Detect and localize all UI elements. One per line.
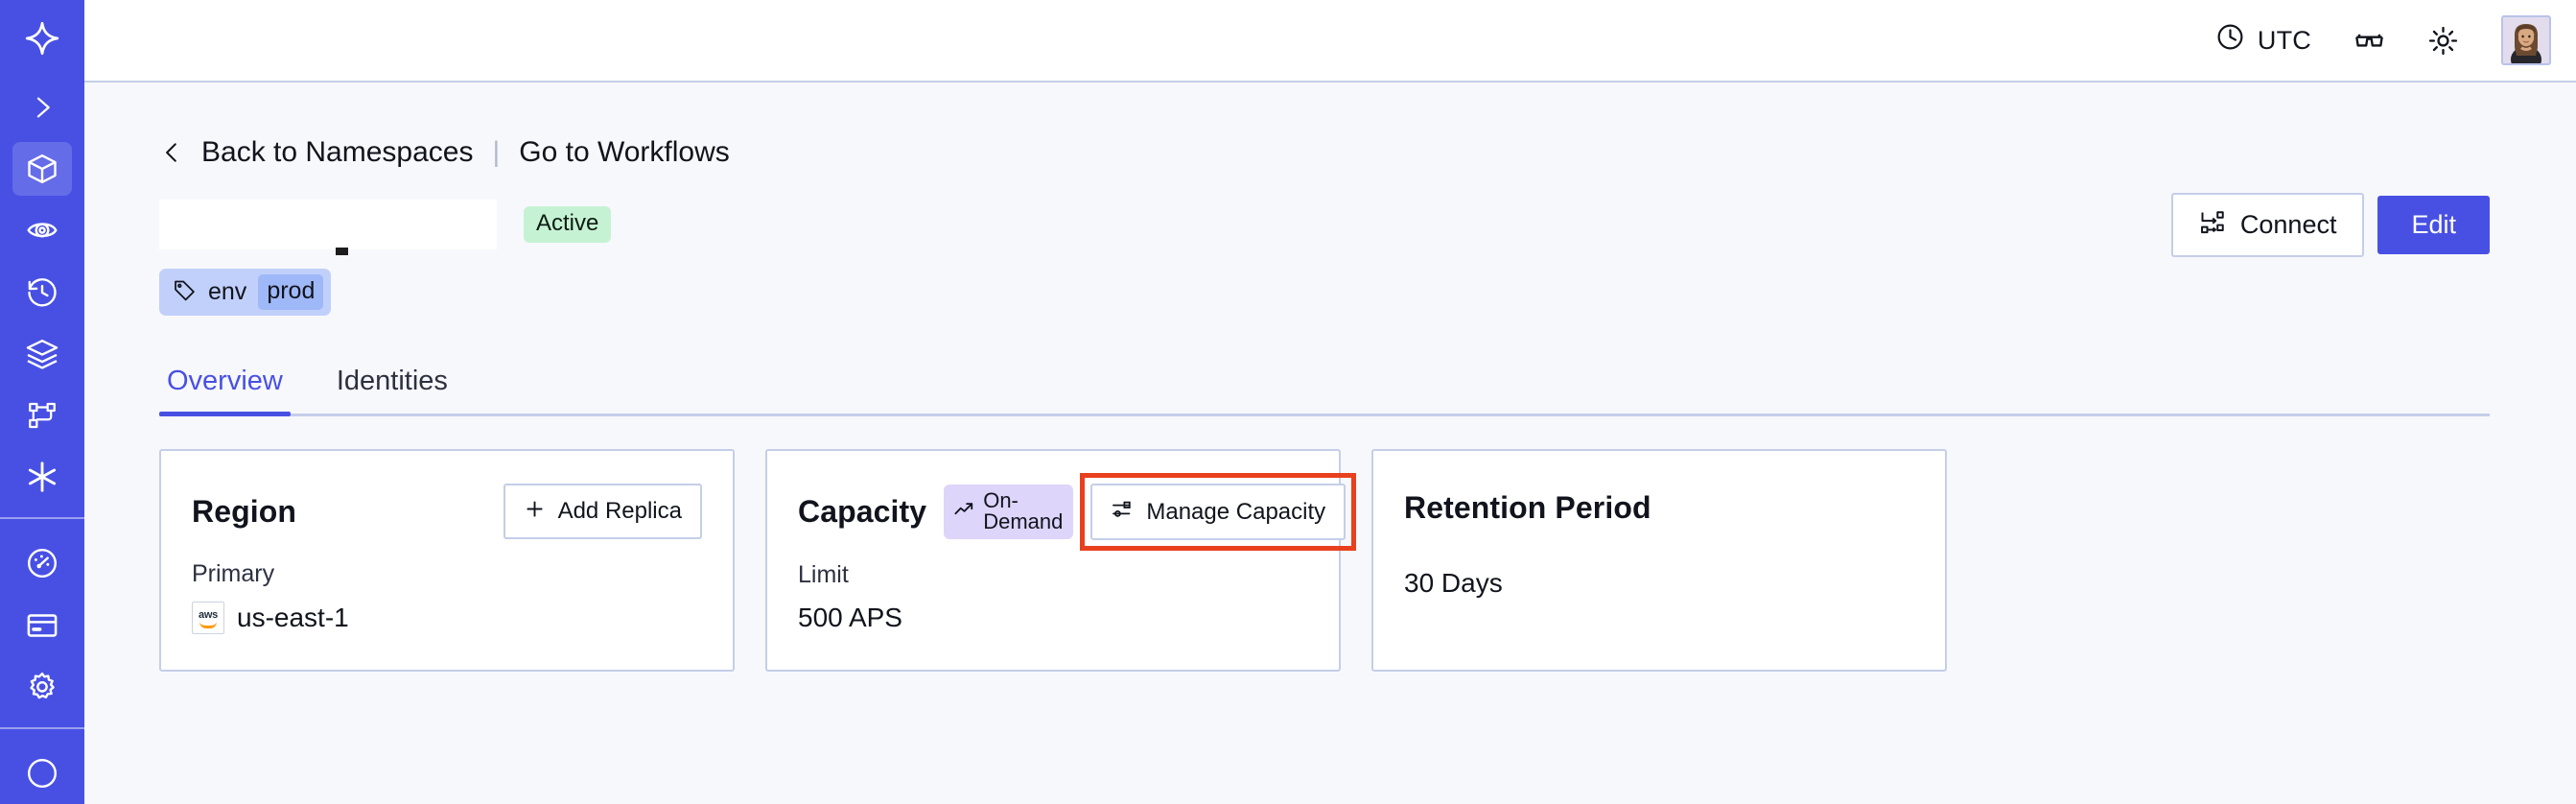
add-replica-label: Add Replica: [557, 498, 682, 524]
capacity-card: Capacity On-Demand: [765, 449, 1357, 672]
glasses-icon[interactable]: [2354, 25, 2385, 57]
region-card: Region Add Replica: [159, 449, 735, 672]
breadcrumb-separator: |: [492, 136, 501, 168]
capacity-card-header: Capacity On-Demand: [798, 473, 1357, 551]
aws-icon: aws: [192, 602, 224, 634]
gauge-icon: [25, 546, 59, 580]
add-replica-button[interactable]: Add Replica: [503, 484, 702, 539]
region-card-title: Region: [192, 493, 297, 529]
tag-value: prod: [258, 274, 324, 310]
capacity-limit-label: Limit: [798, 561, 849, 588]
workflow-branch-icon: [26, 399, 59, 432]
edit-button[interactable]: Edit: [2377, 195, 2490, 254]
avatar[interactable]: [2501, 15, 2551, 65]
tag-chip-env[interactable]: env prod: [159, 269, 332, 316]
sidebar-divider-top: [0, 517, 84, 520]
top-header: UTC: [84, 0, 2576, 83]
region-card-action: Add Replica: [503, 484, 702, 539]
primary-sidebar: [0, 0, 84, 804]
sun-icon[interactable]: [2427, 25, 2459, 57]
timezone-selector[interactable]: UTC: [2215, 22, 2311, 59]
sidebar-item-namespaces[interactable]: [12, 142, 72, 197]
connect-button-label: Connect: [2239, 209, 2337, 239]
sidebar-item-observability[interactable]: [12, 203, 72, 257]
layers-icon: [25, 337, 59, 371]
temporal-logo-icon[interactable]: [0, 0, 84, 77]
back-to-namespaces-link[interactable]: Back to Namespaces: [201, 136, 474, 168]
sidebar-item-workflows[interactable]: [12, 389, 72, 442]
breadcrumb: Back to Namespaces | Go to Workflows: [159, 136, 2490, 169]
retention-value: 30 Days: [1404, 568, 1503, 598]
status-badge: Active: [524, 206, 612, 243]
region-card-header: Region Add Replica: [192, 484, 702, 539]
edit-button-label: Edit: [2411, 209, 2456, 239]
capacity-card-action: Manage Capacity: [1080, 473, 1357, 551]
connect-button[interactable]: Connect: [2170, 192, 2365, 257]
timezone-label: UTC: [2257, 25, 2311, 55]
manage-capacity-label: Manage Capacity: [1146, 498, 1326, 525]
clock-rewind-icon: [25, 275, 59, 310]
manage-capacity-button[interactable]: Manage Capacity: [1090, 484, 1347, 540]
sidebar-item-batch[interactable]: [12, 327, 72, 381]
connect-icon: [2199, 209, 2226, 241]
capacity-mode-label: On-Demand: [983, 488, 1064, 533]
sidebar-item-expand[interactable]: [12, 81, 72, 134]
tab-bar: Overview Identities: [159, 366, 2490, 416]
tab-identities[interactable]: Identities: [329, 366, 456, 414]
sidebar-item-settings[interactable]: [12, 660, 72, 714]
help-circle-icon: [25, 756, 59, 791]
header-actions: UTC: [2215, 15, 2551, 65]
cube-icon: [25, 152, 59, 186]
chevron-right-icon: [27, 92, 58, 123]
namespace-title-row: Active: [159, 192, 2490, 257]
sidebar-item-nexus[interactable]: [12, 450, 72, 504]
credit-card-icon: [25, 608, 59, 643]
region-primary-value-row: aws us-east-1: [192, 602, 702, 634]
tag-key: env: [208, 278, 247, 305]
plus-icon: [524, 498, 546, 525]
region-primary-label: Primary: [192, 560, 275, 587]
clock-icon: [2215, 22, 2245, 59]
tag-icon: [173, 278, 197, 307]
capacity-card-title: Capacity: [798, 494, 927, 529]
sidebar-item-usage[interactable]: [12, 536, 72, 590]
retention-card: Retention Period 30 Days: [1371, 449, 1947, 672]
sidebar-item-schedules[interactable]: [12, 266, 72, 319]
aws-smile: [199, 622, 217, 628]
aws-icon-text: aws: [199, 608, 218, 621]
page-content: Back to Namespaces | Go to Workflows Act…: [84, 83, 2576, 804]
gear-icon: [25, 670, 59, 704]
sliders-icon: [1111, 498, 1134, 526]
tab-overview[interactable]: Overview: [159, 366, 291, 416]
main-column: UTC: [84, 0, 2576, 804]
retention-card-header: Retention Period: [1404, 484, 1914, 532]
chevron-left-icon[interactable]: [159, 136, 184, 169]
sidebar-item-help[interactable]: [12, 746, 72, 800]
eye-spiral-icon: [25, 213, 59, 248]
retention-card-title: Retention Period: [1404, 489, 1651, 525]
go-to-workflows-link[interactable]: Go to Workflows: [519, 136, 730, 168]
trending-up-icon: [953, 499, 974, 524]
sidebar-divider-bottom: [0, 726, 84, 729]
page-title: [159, 200, 497, 255]
region-primary-value: us-east-1: [237, 603, 349, 632]
capacity-limit-value: 500 APS: [798, 603, 902, 632]
namespace-actions: Connect Edit: [2170, 192, 2490, 257]
asterisk-icon: [24, 459, 60, 495]
namespace-tags: env prod: [159, 269, 2490, 316]
overview-cards: Region Add Replica: [159, 449, 2490, 672]
capacity-mode-badge: On-Demand: [944, 485, 1074, 539]
sidebar-item-billing[interactable]: [12, 599, 72, 652]
